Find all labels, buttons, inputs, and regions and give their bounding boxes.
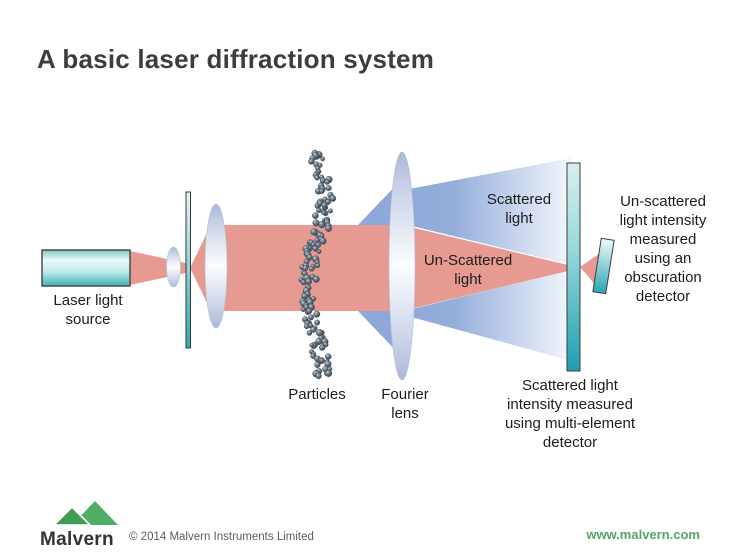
particles-cluster — [298, 149, 337, 380]
label-fourier-lens: Fourier lens — [381, 386, 429, 422]
particle-sphere — [312, 245, 319, 252]
obscuration-detector — [592, 237, 615, 295]
particle-sphere — [300, 279, 307, 286]
particle-sphere — [325, 185, 332, 192]
particle-sphere — [309, 342, 315, 348]
pinhole-plate — [185, 191, 191, 349]
label-particles: Particles — [288, 386, 346, 403]
particle-sphere — [314, 174, 320, 181]
malvern-logo-text: Malvern — [40, 529, 114, 550]
particle-sphere — [302, 265, 309, 272]
particle-sphere — [316, 248, 322, 254]
scattered-light-cone — [357, 158, 572, 361]
scattered-upper-right-wedge — [404, 158, 572, 265]
pinhole-lens — [166, 246, 181, 288]
website-link[interactable]: www.malvern.com — [586, 527, 700, 542]
particle-sphere — [312, 212, 319, 219]
beam-source-segment — [130, 251, 186, 285]
particle-sphere — [328, 208, 333, 214]
particle-sphere — [320, 156, 326, 162]
mountain-left — [52, 505, 92, 526]
particle-sphere — [300, 306, 306, 312]
particle-sphere — [308, 158, 315, 165]
particle-sphere — [314, 361, 321, 368]
particle-sphere — [329, 195, 337, 202]
label-laser-light-source: Laser light source — [53, 292, 123, 328]
particle-sphere — [308, 266, 315, 272]
particle-sphere — [325, 369, 333, 377]
label-obscuration-detector: Un-scattered light intensity measured us… — [619, 193, 707, 305]
particle-sphere — [319, 237, 327, 245]
particle-sphere — [312, 219, 320, 227]
particle-sphere — [313, 310, 321, 318]
particle-sphere — [306, 308, 313, 315]
label-scattered-light: Scattered light — [486, 191, 552, 227]
particle-sphere — [304, 323, 310, 330]
particle-sphere — [319, 358, 325, 364]
particle-sphere — [324, 179, 330, 185]
particle-sphere — [306, 330, 313, 336]
particle-sphere — [316, 207, 322, 214]
particle-sphere — [321, 210, 327, 216]
multi-element-detector — [566, 162, 581, 372]
particle-sphere — [321, 202, 328, 209]
laser-source-body — [41, 249, 131, 287]
label-multi-element-detector: Scattered light intensity measured using… — [504, 377, 636, 451]
particle-sphere — [310, 228, 318, 236]
particle-sphere — [315, 372, 322, 380]
scattered-lower-right-wedge — [404, 270, 572, 361]
copyright-text: © 2014 Malvern Instruments Limited — [129, 531, 314, 543]
beam-focusing-cone — [402, 225, 572, 311]
particle-sphere — [310, 326, 317, 333]
malvern-mountains-icon — [52, 501, 118, 526]
particle-sphere — [315, 242, 321, 248]
particle-sphere — [314, 319, 320, 326]
fourier-lens — [388, 151, 416, 381]
label-unscattered-light: Un-Scattered light — [423, 252, 513, 288]
collimating-lens — [204, 203, 228, 329]
particle-sphere — [319, 344, 326, 351]
slide-title: A basic laser diffraction system — [37, 44, 435, 74]
particle-sphere — [318, 221, 326, 229]
malvern-logo: Malvern — [40, 500, 120, 551]
particle-sphere — [305, 278, 312, 285]
particle-sphere — [315, 263, 321, 269]
particle-sphere — [319, 188, 325, 194]
particle-sphere — [308, 314, 314, 321]
particle-sphere — [312, 275, 320, 283]
particle-sphere — [325, 353, 332, 360]
particle-sphere — [314, 237, 320, 243]
particle-sphere — [325, 224, 332, 232]
